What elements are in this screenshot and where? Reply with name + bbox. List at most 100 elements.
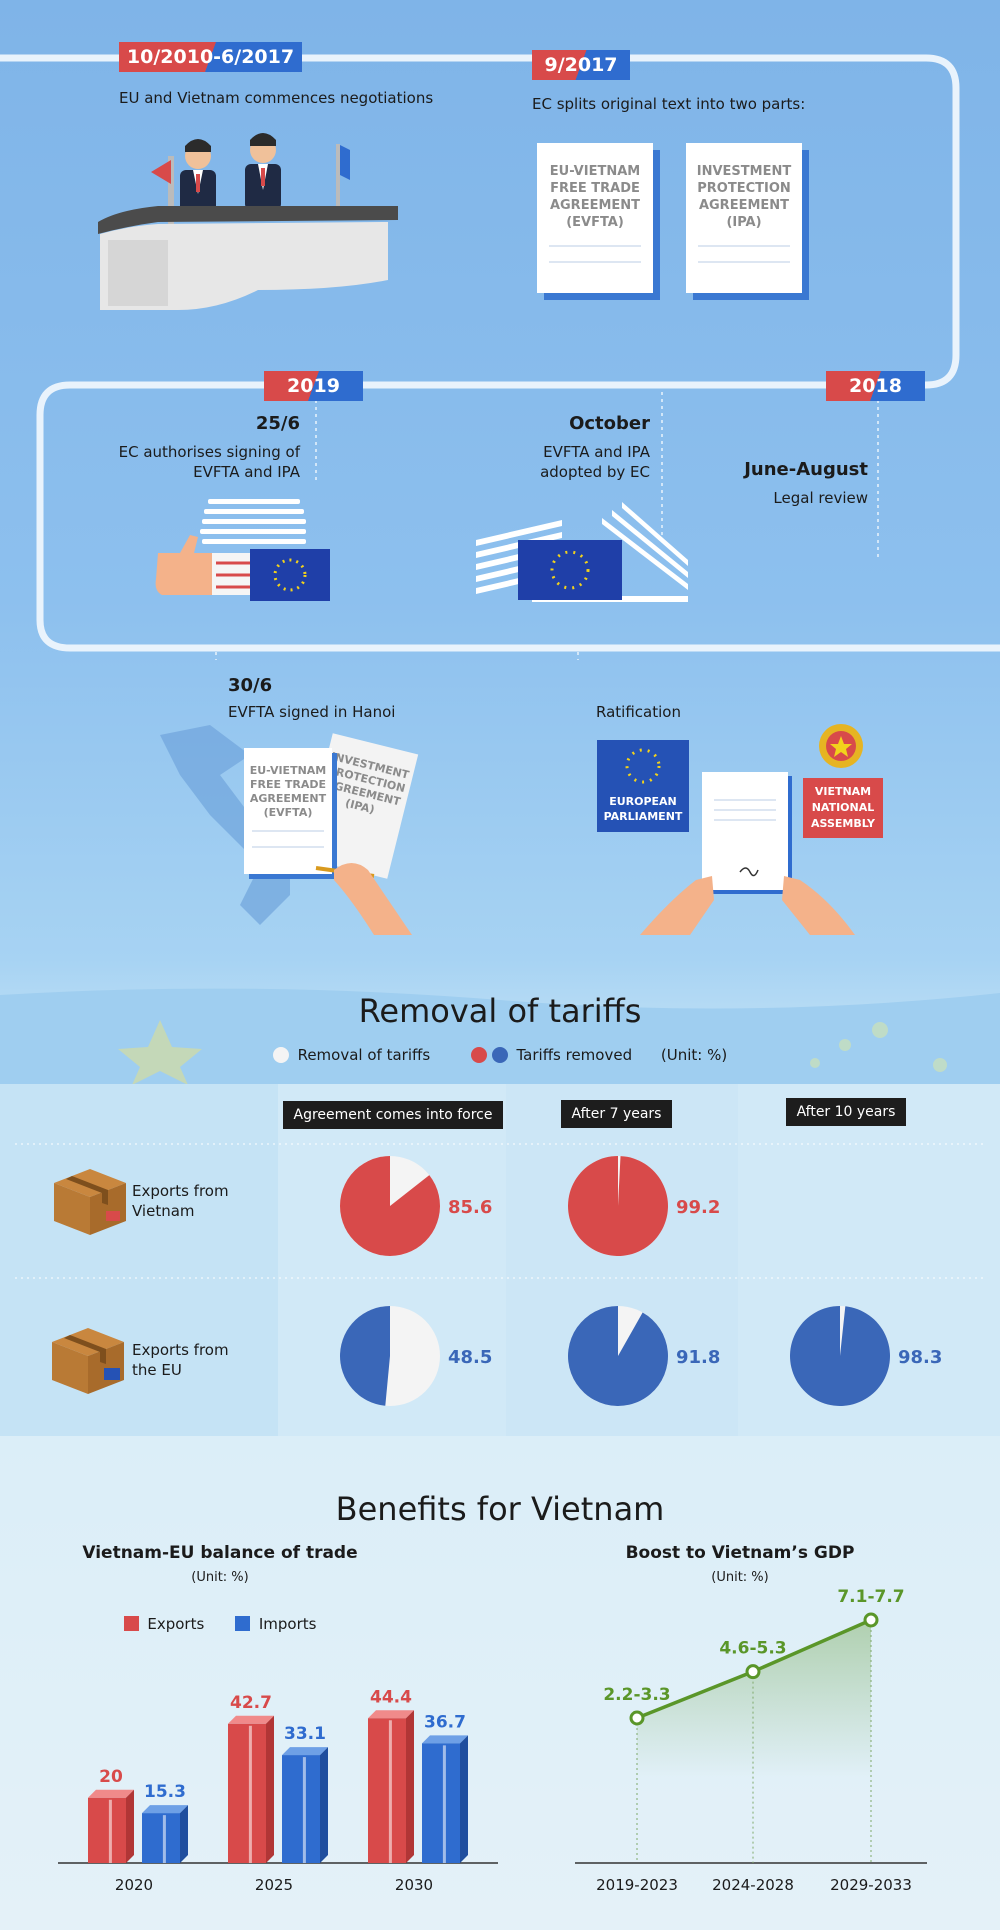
thumbs-up-illustration (155, 499, 330, 601)
trade-unit: (Unit: %) (191, 1570, 249, 1585)
vietnam-box-icon (54, 1169, 126, 1235)
event-date: June-August (744, 459, 868, 480)
tariffs-legend: Removal of tariffs Tariffs removed (Unit… (0, 1046, 1000, 1064)
bar (88, 1797, 126, 1863)
column-header: After 7 years (561, 1100, 672, 1128)
bar-highlight (442, 1745, 446, 1863)
column-header: After 10 years (786, 1098, 906, 1126)
eu-stars-icon (625, 748, 661, 784)
bar-highlight (248, 1725, 252, 1863)
bar-value-label: 15.3 (144, 1782, 186, 1802)
event-text: Ratification (596, 703, 681, 721)
column-header: Agreement comes into force (283, 1101, 503, 1129)
gdp-area (637, 1620, 871, 1778)
bar (368, 1718, 406, 1863)
pie-removed-slice (340, 1306, 390, 1406)
bar-highlight (108, 1799, 112, 1863)
pie-value-label: 85.6 (448, 1197, 492, 1218)
ec-building-illustration (476, 502, 688, 602)
event-text: EC authorises signing of (118, 443, 300, 461)
timeline-path (0, 54, 1000, 660)
bar-side-face (406, 1710, 414, 1863)
gdp-value-label: 7.1-7.7 (837, 1587, 904, 1607)
legend-swatch (123, 1616, 139, 1631)
bar (142, 1813, 180, 1863)
date-tag: 10/2010-6/2017 (119, 42, 302, 72)
pie-value-label: 91.8 (676, 1347, 720, 1368)
ipa-document: INVESTMENT PROTECTION AGREEMENT (IPA) (686, 143, 802, 293)
bar-highlight (302, 1757, 306, 1863)
event-date: 30/6 (228, 675, 273, 696)
gdp-chart-title: Boost to Vietnam’s GDP (625, 1543, 855, 1563)
vietnam-emblem-icon (819, 724, 863, 768)
year-tag: 2018 (826, 371, 925, 401)
date-tag: 9/2017 (532, 50, 630, 80)
pie-removed-slice (790, 1306, 890, 1406)
event-text: adopted by EC (540, 463, 650, 481)
legend-label: Exports (147, 1615, 205, 1633)
document-title: INVESTMENT PROTECTION AGREEMENT (IPA) (696, 164, 792, 230)
pie-value-label: 98.3 (898, 1347, 942, 1368)
pie-removed-slice (568, 1156, 669, 1256)
bar-value-label: 20 (99, 1767, 123, 1787)
legend-swatch (235, 1616, 251, 1631)
pie-value-label: 48.5 (448, 1347, 492, 1368)
document-title: EU-VIETNAM FREE TRADE AGREEMENT (EVFTA) (249, 764, 327, 819)
legend-label: Removal of tariffs (297, 1046, 431, 1064)
bar-side-face (180, 1805, 188, 1863)
gdp-point (629, 1710, 645, 1726)
bar-side-face (460, 1735, 468, 1863)
gdp-value-label: 4.6-5.3 (719, 1639, 786, 1659)
bar-highlight (162, 1815, 166, 1863)
row-label: the EU (132, 1361, 182, 1379)
ratification-hands-illustration (640, 772, 855, 935)
national-assembly-badge: VIETNAM NATIONAL ASSEMBLY (803, 778, 883, 838)
bar-value-label: 44.4 (370, 1687, 412, 1707)
bar-value-label: 33.1 (284, 1724, 326, 1744)
pie-removed-slice (567, 1306, 668, 1406)
row-label: Exports from (132, 1182, 229, 1200)
bar (282, 1755, 320, 1863)
bar-top-face (88, 1789, 134, 1798)
x-tick-label: 2025 (255, 1876, 293, 1894)
legend-red-dot (470, 1047, 487, 1063)
event-date: 25/6 (255, 413, 300, 434)
unit-label: (Unit: %) (660, 1046, 728, 1064)
row-label: Exports from (132, 1341, 229, 1359)
trade-legend: Exports Imports (60, 1615, 380, 1633)
bar (422, 1743, 460, 1863)
legend-label: Tariffs removed (516, 1046, 633, 1064)
badge-label: EUROPEAN PARLIAMENT (603, 795, 683, 823)
gdp-value-label: 2.2-3.3 (603, 1685, 670, 1705)
x-tick-label: 2020 (115, 1876, 153, 1894)
event-text: EVFTA and IPA (193, 463, 300, 481)
bar-value-label: 42.7 (230, 1693, 272, 1713)
negotiation-table-illustration (98, 133, 398, 310)
x-tick-label: 2024-2028 (712, 1876, 794, 1894)
row-label: Vietnam (132, 1202, 195, 1220)
bar-top-face (228, 1715, 274, 1724)
eu-box-icon (52, 1328, 124, 1394)
event-date: October (569, 413, 650, 434)
bar-highlight (388, 1720, 392, 1863)
gdp-point (745, 1664, 761, 1680)
benefits-title: Benefits for Vietnam (335, 1490, 665, 1528)
bar-top-face (282, 1747, 328, 1756)
x-tick-label: 2019-2023 (596, 1876, 678, 1894)
bar (228, 1723, 266, 1863)
document-title: EU-VIETNAM FREE TRADE AGREEMENT (EVFTA) (549, 164, 641, 230)
gdp-point (863, 1612, 879, 1628)
event-text: EC splits original text into two parts: (532, 95, 806, 113)
tariff-header-wave (0, 988, 1000, 1085)
bar-top-face (142, 1805, 188, 1814)
bar-side-face (126, 1789, 134, 1863)
gdp-unit: (Unit: %) (711, 1570, 769, 1585)
x-tick-label: 2030 (395, 1876, 433, 1894)
vietnam-map-signing-illustration (160, 725, 290, 925)
signing-hand-icon (315, 863, 412, 935)
tariffs-title: Removal of tariffs (358, 992, 642, 1030)
bar-top-face (368, 1710, 414, 1719)
